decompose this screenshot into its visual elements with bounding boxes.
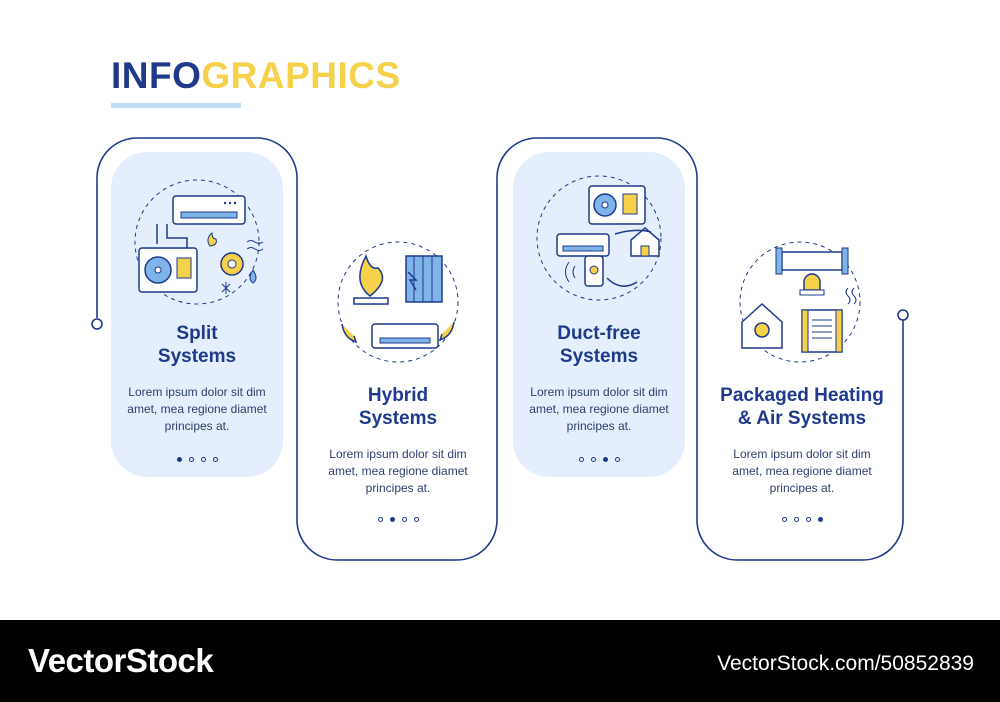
step-indicator — [714, 517, 890, 522]
step-dot — [413, 517, 419, 522]
step-dot — [176, 457, 182, 462]
step-title: Packaged Heating & Air Systems — [720, 385, 884, 429]
hybrid-heating-icon — [337, 241, 459, 363]
connector-start-node — [91, 318, 103, 330]
step-title: Hybrid Systems — [358, 385, 438, 429]
step-card-hybrid: Hybrid Systems Lorem ipsum dolor sit dim… — [312, 226, 484, 538]
step-dot — [578, 457, 584, 462]
brand-logo: VectorStock — [28, 642, 214, 679]
step-dot — [212, 457, 218, 462]
step-dot — [793, 517, 799, 522]
step-description: Lorem ipsum dolor sit dim amet, mea regi… — [732, 447, 872, 495]
step-title: Split Systems — [157, 323, 237, 367]
watermark-bar: VectorStock VectorStock.com/50852839 — [0, 620, 1000, 702]
step-dot — [602, 457, 608, 462]
step-indicator — [312, 517, 484, 522]
step-dot — [781, 517, 787, 522]
step-dot — [401, 517, 407, 522]
title-underline — [111, 103, 241, 108]
step-description: Lorem ipsum dolor sit dim amet, mea regi… — [529, 385, 669, 433]
connector-end-node — [897, 309, 909, 321]
step-card-split: Split Systems Lorem ipsum dolor sit dim … — [111, 152, 283, 477]
step-dot — [377, 517, 383, 522]
title-part-graphics: GRAPHICS — [201, 55, 401, 96]
step-description: Lorem ipsum dolor sit dim amet, mea regi… — [328, 447, 468, 495]
split-ac-system-icon — [134, 179, 264, 305]
step-dot — [188, 457, 194, 462]
ductless-ac-icon — [536, 175, 662, 301]
step-title: Duct-free Systems — [557, 323, 641, 367]
step-indicator — [513, 457, 685, 462]
step-description: Lorem ipsum dolor sit dim amet, mea regi… — [127, 385, 267, 433]
step-indicator — [111, 457, 283, 462]
title-part-info: INFO — [111, 55, 202, 96]
step-dot — [590, 457, 596, 462]
step-dot — [817, 517, 823, 522]
step-dot — [614, 457, 620, 462]
step-dot — [805, 517, 811, 522]
packaged-hvac-icon — [739, 241, 861, 363]
infographic-title: INFOGRAPHICS — [111, 54, 401, 98]
image-reference: VectorStock.com/50852839 — [717, 652, 974, 675]
step-card-packaged: Packaged Heating & Air Systems Lorem ips… — [714, 226, 890, 538]
step-card-duct-free: Duct-free Systems Lorem ipsum dolor sit … — [513, 152, 685, 477]
step-dot — [200, 457, 206, 462]
step-dot — [389, 517, 395, 522]
